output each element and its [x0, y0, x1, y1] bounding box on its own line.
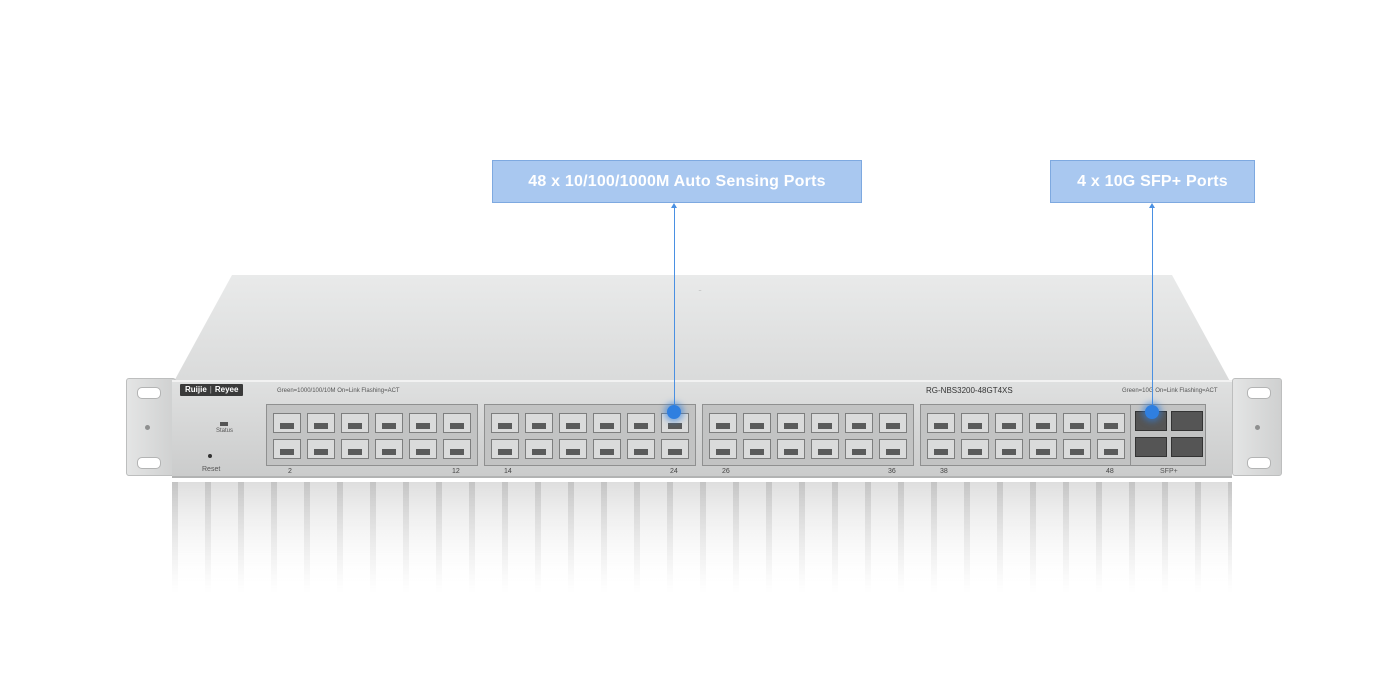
reset-label: Reset: [202, 466, 221, 473]
ear-slot: [137, 387, 161, 399]
rj45-port[interactable]: [879, 439, 907, 459]
rj45-port[interactable]: [307, 413, 335, 433]
sfp-label: SFP+: [1160, 468, 1178, 475]
ear-slot: [1247, 457, 1271, 469]
rj45-port[interactable]: [743, 413, 771, 433]
rj45-port[interactable]: [525, 439, 553, 459]
rj45-port-block: [484, 404, 696, 466]
rj45-port[interactable]: [1063, 439, 1091, 459]
rj45-port[interactable]: [927, 413, 955, 433]
rack-ear-left: [126, 378, 176, 476]
ear-screw-hole: [145, 425, 150, 430]
rj45-port[interactable]: [491, 413, 519, 433]
status-led: [220, 422, 228, 426]
port-number-label: 2: [288, 468, 292, 475]
ear-slot: [1247, 387, 1271, 399]
rj45-port[interactable]: [845, 413, 873, 433]
rj45-port[interactable]: [995, 413, 1023, 433]
rj45-port[interactable]: [559, 439, 587, 459]
led-legend-right: Green=10G On=Link Flashing=ACT: [1122, 388, 1218, 394]
rj45-port[interactable]: [593, 413, 621, 433]
sfp-port-block: [1130, 404, 1206, 466]
rj45-port[interactable]: [811, 439, 839, 459]
rj45-port[interactable]: [845, 439, 873, 459]
rj45-port[interactable]: [879, 413, 907, 433]
rj45-port[interactable]: [709, 439, 737, 459]
sfp-leader-line: [1152, 206, 1153, 412]
rj45-port[interactable]: [1097, 413, 1125, 433]
rj45-port-block: [702, 404, 914, 466]
rj45-port[interactable]: [777, 439, 805, 459]
rj45-highlight-dot: [667, 405, 681, 419]
rj45-port[interactable]: [559, 413, 587, 433]
model-label: RG-NBS3200-48GT4XS: [926, 386, 1013, 395]
rj45-port[interactable]: [409, 413, 437, 433]
port-number-label: 14: [504, 468, 512, 475]
rj45-ports-callout: 48 x 10/100/1000M Auto Sensing Ports: [492, 160, 862, 203]
ear-screw-hole: [1255, 425, 1260, 430]
rj45-port[interactable]: [1097, 439, 1125, 459]
rj45-port[interactable]: [743, 439, 771, 459]
port-number-label: 36: [888, 468, 896, 475]
rj45-port[interactable]: [409, 439, 437, 459]
sfp-port[interactable]: [1171, 437, 1203, 457]
rj45-port[interactable]: [709, 413, 737, 433]
rj45-ports-callout-text: 48 x 10/100/1000M Auto Sensing Ports: [528, 172, 826, 190]
status-label: Status: [216, 428, 234, 434]
rj45-port-block: [920, 404, 1132, 466]
port-number-label: 26: [722, 468, 730, 475]
rj45-port[interactable]: [661, 413, 689, 433]
sfp-port[interactable]: [1171, 411, 1203, 431]
rj45-port[interactable]: [961, 413, 989, 433]
led-legend-left: Green=1000/100/10M On=Link Flashing=ACT: [277, 388, 400, 394]
rj45-port[interactable]: [593, 439, 621, 459]
rj45-port[interactable]: [307, 439, 335, 459]
switch-reflection: [172, 482, 1232, 592]
port-number-label: 48: [1106, 468, 1114, 475]
top-vent-mark: [676, 290, 724, 303]
rj45-port[interactable]: [525, 413, 553, 433]
rj45-port[interactable]: [273, 413, 301, 433]
rj45-port[interactable]: [995, 439, 1023, 459]
rj45-port[interactable]: [375, 439, 403, 459]
rj45-leader-line: [674, 206, 675, 412]
sfp-leader-arrow: [1149, 203, 1155, 208]
rj45-port-block: [266, 404, 478, 466]
port-number-label: 38: [940, 468, 948, 475]
rj45-port[interactable]: [1063, 413, 1091, 433]
ear-slot: [137, 457, 161, 469]
brand-name: Ruijie: [185, 385, 207, 394]
brand-logo: Ruijie|Reyee: [180, 384, 244, 396]
rj45-port[interactable]: [661, 439, 689, 459]
switch-top-cover: [172, 275, 1232, 385]
rj45-port[interactable]: [491, 439, 519, 459]
rj45-port[interactable]: [443, 413, 471, 433]
reset-button[interactable]: [208, 454, 212, 458]
rj45-port[interactable]: [811, 413, 839, 433]
rj45-port[interactable]: [375, 413, 403, 433]
rj45-port[interactable]: [1029, 413, 1057, 433]
rj45-port[interactable]: [273, 439, 301, 459]
rj45-leader-arrow: [671, 203, 677, 208]
port-number-label: 12: [452, 468, 460, 475]
switch-front-panel: Ruijie|Reyee Green=1000/100/10M On=Link …: [172, 380, 1232, 478]
rj45-port[interactable]: [341, 439, 369, 459]
rj45-port[interactable]: [627, 413, 655, 433]
sfp-ports-callout-text: 4 x 10G SFP+ Ports: [1077, 172, 1228, 190]
rj45-port[interactable]: [341, 413, 369, 433]
rj45-port[interactable]: [927, 439, 955, 459]
port-number-label: 24: [670, 468, 678, 475]
rack-ear-right: [1232, 378, 1282, 476]
sfp-ports-callout: 4 x 10G SFP+ Ports: [1050, 160, 1255, 203]
rj45-port[interactable]: [443, 439, 471, 459]
sfp-port[interactable]: [1135, 437, 1167, 457]
rj45-port[interactable]: [961, 439, 989, 459]
rj45-port[interactable]: [777, 413, 805, 433]
rj45-port[interactable]: [1029, 439, 1057, 459]
sub-brand-name: Reyee: [214, 385, 239, 394]
rj45-port[interactable]: [627, 439, 655, 459]
sfp-highlight-dot: [1145, 405, 1159, 419]
